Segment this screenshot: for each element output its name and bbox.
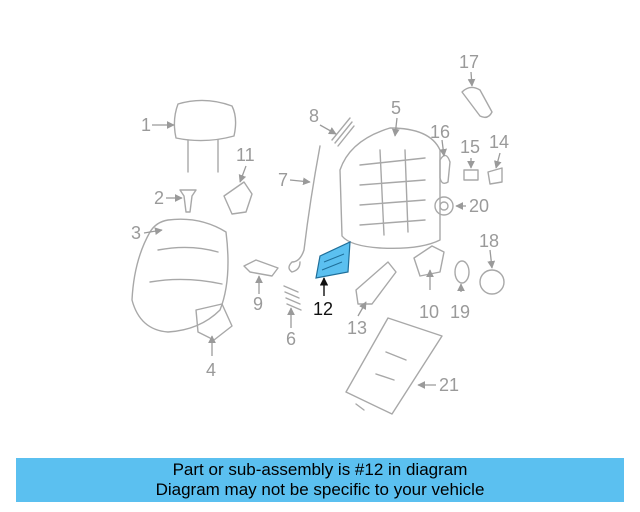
callout-5: 5 bbox=[391, 98, 401, 118]
callout-2: 2 bbox=[154, 188, 164, 208]
callout-3: 3 bbox=[131, 223, 141, 243]
callout-13: 13 bbox=[347, 318, 367, 338]
part-trim-17 bbox=[461, 86, 493, 119]
part-guide-sleeve bbox=[179, 189, 197, 213]
part-spring-clip bbox=[331, 117, 355, 147]
info-banner: Part or sub-assembly is #12 in diagram D… bbox=[16, 458, 624, 502]
part-side-bracket bbox=[355, 261, 397, 305]
callout-18: 18 bbox=[479, 231, 499, 251]
part-switch-14 bbox=[487, 167, 503, 185]
part-spring bbox=[283, 285, 302, 311]
callout-20: 20 bbox=[469, 196, 489, 216]
callout-14: 14 bbox=[489, 132, 509, 152]
part-hinge-cover bbox=[223, 181, 253, 215]
part-backrest-cover bbox=[131, 218, 229, 333]
banner-line-1: Part or sub-assembly is #12 in diagram bbox=[172, 460, 468, 479]
part-headrest bbox=[173, 99, 237, 173]
callout-4: 4 bbox=[206, 360, 216, 380]
callout-19: 19 bbox=[450, 302, 470, 322]
callout-1: 1 bbox=[141, 115, 151, 135]
part-lumbar-panel bbox=[345, 317, 443, 415]
callout-12: 12 bbox=[313, 299, 333, 319]
part-bracket-10 bbox=[413, 245, 445, 277]
callout-15: 15 bbox=[460, 137, 480, 157]
callout-11: 11 bbox=[236, 145, 255, 165]
callout-16: 16 bbox=[430, 122, 450, 142]
callout-8: 8 bbox=[309, 106, 319, 126]
leader-lines bbox=[143, 71, 502, 389]
callout-7: 7 bbox=[278, 170, 288, 190]
part-switch-15 bbox=[463, 169, 479, 181]
part-cable bbox=[288, 145, 321, 273]
callout-17: 17 bbox=[459, 52, 479, 72]
callout-6: 6 bbox=[286, 329, 296, 349]
callout-10: 10 bbox=[419, 302, 439, 322]
callout-21: 21 bbox=[439, 375, 459, 395]
part-rear-panel bbox=[195, 303, 233, 341]
part-switch-16 bbox=[439, 154, 451, 185]
part-seatback-frame bbox=[339, 127, 441, 250]
seat-parts-diagram: 1 2 3 4 5 6 7 8 9 10 11 12 13 14 15 16 1… bbox=[131, 52, 509, 415]
part-lever bbox=[243, 259, 279, 277]
part-cap-19 bbox=[454, 260, 470, 284]
banner-line-2: Diagram may not be specific to your vehi… bbox=[155, 480, 485, 499]
part-knob-18 bbox=[479, 269, 505, 295]
part-gear-20 bbox=[434, 196, 454, 216]
callout-9: 9 bbox=[253, 294, 263, 314]
part-12-highlighted bbox=[315, 241, 351, 279]
